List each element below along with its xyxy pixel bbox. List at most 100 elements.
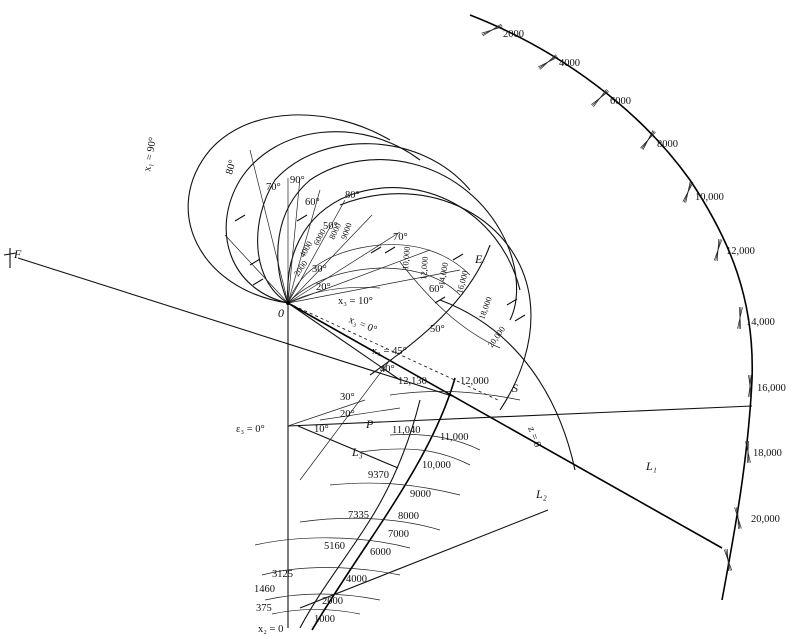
inner-num-11: 20,000	[485, 324, 507, 349]
curve-lower-scale-2	[299, 399, 421, 629]
lower-right-label-7: 9000	[410, 489, 431, 500]
arc-cross-mark	[252, 278, 264, 286]
fan-line-6	[287, 249, 431, 304]
right-scale-curve	[469, 14, 754, 601]
label-f: F	[13, 247, 22, 261]
angle-x1-90: x₁ = 90°	[142, 136, 159, 172]
arc-cross-marks	[234, 214, 526, 322]
lower-right-label-9: 11,000	[440, 432, 469, 443]
label-l1: L₁	[645, 459, 657, 473]
angle-60: 60°	[305, 197, 320, 208]
right-scale-tick	[726, 549, 730, 571]
fan-line-1	[287, 177, 301, 304]
lower-right-label-3: 4000	[346, 574, 367, 585]
angle-90: 90°	[290, 175, 305, 186]
fan-line-3	[287, 199, 346, 304]
lower-right-label-8: 10,000	[422, 460, 451, 471]
arc-l3-5	[254, 537, 411, 549]
arc-circle-6	[339, 193, 532, 411]
line-e3	[287, 405, 753, 427]
right-label-9: 18,000	[753, 448, 782, 459]
right-scale-tick	[682, 182, 694, 202]
right-scale-tick	[737, 307, 743, 329]
lower-left-label-6: 9370	[368, 470, 389, 481]
fan-line-7	[287, 269, 461, 304]
arc-cross-mark	[514, 314, 526, 322]
label-p: P	[365, 417, 374, 431]
arc-l3-1	[359, 448, 471, 466]
lower-right-label-4: 6000	[370, 547, 391, 558]
lower-right-label-5: 7000	[388, 529, 409, 540]
right-scale-tick	[737, 506, 739, 530]
inner-num-10: 18,000	[476, 295, 493, 320]
lower-left-label-4: 5160	[324, 541, 345, 552]
fan-line-9	[224, 234, 289, 304]
right-label-5: 10,000	[695, 192, 724, 203]
right-scale-tick	[591, 91, 609, 105]
inner-num-1: 2000	[291, 258, 309, 278]
inner-num-5: 9000	[338, 221, 353, 240]
fan-line-2	[287, 189, 321, 304]
right-scale-tick	[640, 131, 656, 149]
lower-left-label-5: 7335	[348, 510, 369, 521]
arc-l3-8	[271, 609, 361, 615]
lower-left-label-3: 3125	[272, 569, 293, 580]
inner-num-8: 14,000	[436, 262, 450, 287]
lower-right-label-6: 8000	[398, 511, 419, 522]
line-l3	[297, 425, 399, 469]
angle-80b: 80°	[345, 190, 360, 201]
arc-circle-2	[225, 131, 421, 304]
right-scale-tick	[713, 239, 723, 261]
right-label-4: 8000	[657, 139, 678, 150]
label-o: 0	[278, 306, 284, 320]
angle-x2-0: x₂ = 0	[258, 624, 283, 635]
arc-cross-mark	[434, 296, 446, 304]
angle-20: 20°	[316, 282, 331, 293]
lower-left-label-8: 12,130	[398, 376, 427, 387]
arc-circle-1	[187, 114, 391, 304]
label-l3: L₃	[351, 445, 363, 459]
right-label-10: 20,000	[751, 514, 780, 525]
arc-cross-mark	[370, 246, 382, 254]
angle-30b: 30°	[340, 392, 355, 403]
right-label-1: 2000	[503, 29, 524, 40]
line-epsilon-1	[287, 399, 366, 427]
right-scale-ticks	[481, 23, 752, 571]
angle-e3-0: ε₃ = 0°	[236, 424, 265, 435]
arc-l3-2	[389, 434, 481, 451]
label-s: S	[512, 381, 518, 395]
arc-cross-mark	[234, 214, 246, 222]
right-scale-tick	[748, 375, 752, 397]
line-l1	[287, 302, 723, 549]
dashed-line	[287, 302, 499, 401]
curve-inner	[399, 261, 501, 349]
angle-x3-10: x₃ = 10°	[338, 296, 373, 307]
right-label-3: 6000	[610, 96, 631, 107]
line-f	[17, 257, 453, 397]
lower-left-label-1: 375	[256, 603, 272, 614]
lower-right-label-2: 2000	[322, 596, 343, 607]
arc-cross-mark	[452, 253, 464, 261]
origin-point	[286, 301, 290, 305]
arc-l3-4	[299, 517, 441, 531]
right-label-7: 14,000	[746, 317, 775, 328]
lower-right-label-10: 12,000	[460, 376, 489, 387]
arc-circle-4	[277, 159, 518, 321]
angle-10: 10°	[314, 424, 329, 435]
arc-cross-mark	[296, 214, 308, 222]
arc-inner-2	[287, 267, 461, 304]
angle-50b: 50°	[430, 324, 445, 335]
inner-num-6: 10,000	[400, 246, 412, 270]
angle-70b: 70°	[393, 232, 408, 243]
angle-x3-45: x₃ = 45°	[372, 346, 407, 357]
curve-lower-scale	[311, 377, 456, 631]
angle-70: 70°	[266, 182, 281, 193]
lower-left-label-2: 1460	[254, 584, 275, 595]
curve-40	[299, 359, 391, 481]
arc-l3-6	[261, 567, 401, 576]
inner-num-7: 12,000	[418, 256, 430, 280]
curve-z0	[439, 299, 576, 471]
right-scale-tick	[538, 56, 558, 68]
right-label-8: 16,000	[757, 383, 786, 394]
